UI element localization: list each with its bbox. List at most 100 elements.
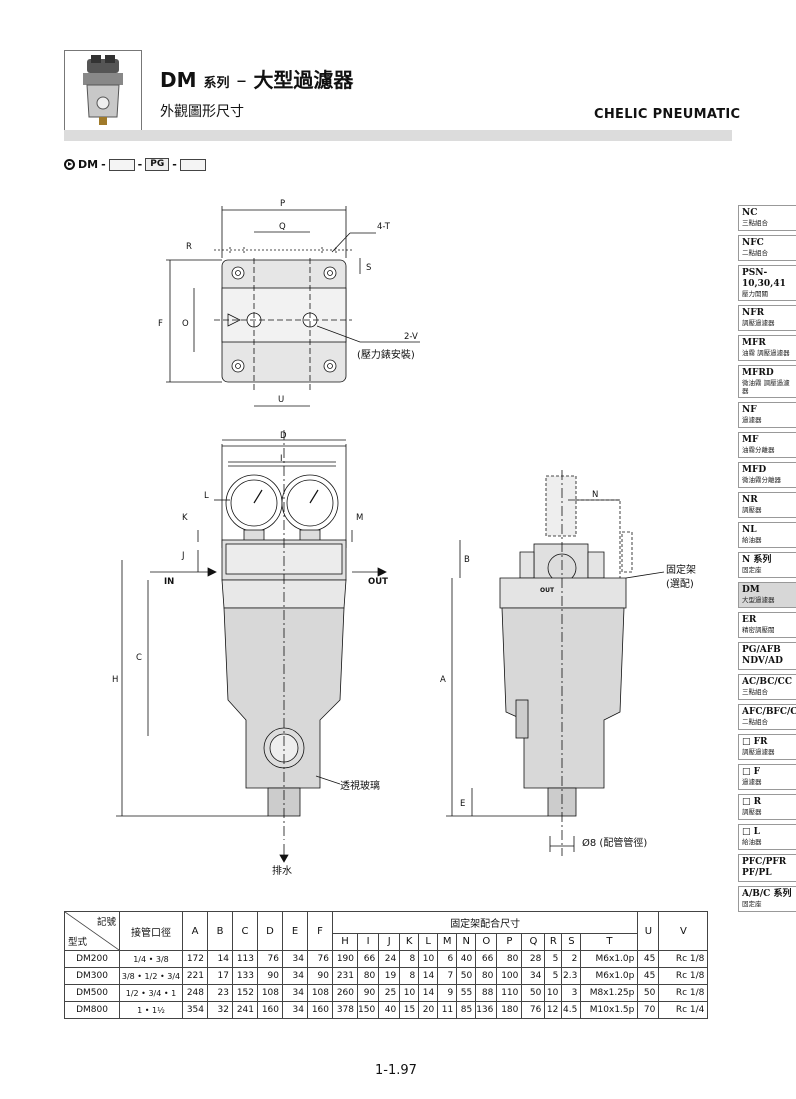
- value-cell: 45: [637, 950, 660, 968]
- value-cell: 88: [475, 984, 498, 1002]
- page-title: DM 系列 – 大型過濾器: [160, 68, 354, 92]
- value-cell: 10: [544, 984, 563, 1002]
- value-cell: M10x1.5p: [580, 1001, 639, 1019]
- sidebar-item-desc: 調壓器: [742, 506, 762, 514]
- sidebar-item-code: AC/BC/CC: [742, 677, 792, 687]
- corner-model-label: 型式: [68, 937, 88, 948]
- sidebar-item-code: NC: [742, 208, 758, 218]
- value-cell: 34: [282, 984, 308, 1002]
- value-cell: 7: [437, 967, 458, 985]
- order-code-sep: -: [101, 158, 106, 171]
- col-port: 接管口徑: [119, 911, 183, 951]
- order-code-sep: -: [137, 158, 143, 171]
- port-label-out: OUT: [368, 577, 388, 587]
- dim-label-a: A: [440, 675, 446, 685]
- value-cell: 17: [207, 967, 233, 985]
- value-cell: 80: [356, 967, 380, 985]
- value-cell: 25: [378, 984, 401, 1002]
- sidebar-item-21[interactable]: PFC/PFR PF/PL: [738, 854, 796, 882]
- sidebar-item-desc: 三點組合: [742, 688, 768, 696]
- value-cell: 108: [307, 984, 333, 1002]
- sidebar-item-code: ER: [742, 615, 757, 625]
- value-cell: 19: [378, 967, 401, 985]
- dimension-drawing: P Q 4-T R S F O U 2-V (壓力錶安裝) D I L K M …: [112, 199, 696, 877]
- col-h: H: [332, 932, 358, 952]
- model-cell: DM800: [64, 1001, 120, 1019]
- value-cell: 34: [521, 967, 546, 985]
- table-corner-cell: 記號 型式: [64, 911, 120, 951]
- sidebar-item-desc: 調壓過濾器: [742, 319, 775, 327]
- value-cell: 14: [418, 984, 439, 1002]
- col-m: M: [437, 932, 458, 952]
- value-cell: 66: [475, 950, 498, 968]
- value-cell: 6: [437, 950, 458, 968]
- order-code-prefix: DM: [78, 158, 99, 171]
- gauge-note: (壓力錶安裝): [357, 348, 415, 361]
- value-cell: 100: [496, 967, 523, 985]
- sidebar-item-code: MFRD: [742, 368, 774, 378]
- top-view: [166, 206, 420, 407]
- sidebar-item-code: N 系列: [742, 555, 772, 565]
- value-cell: 11: [437, 1001, 458, 1019]
- sidebar-item-code: MFD: [742, 465, 767, 475]
- col-d: D: [257, 911, 283, 951]
- sidebar-item-desc: 三點組合: [742, 219, 768, 227]
- model-cell: DM200: [64, 950, 120, 968]
- col-k: K: [399, 932, 420, 952]
- value-cell: 260: [332, 984, 358, 1002]
- col-l: L: [418, 932, 439, 952]
- sidebar-item-14[interactable]: PG/AFB NDV/AD: [738, 642, 796, 670]
- value-cell: 66: [356, 950, 380, 968]
- sidebar-item-16[interactable]: AFC/BFC/CFC二點組合: [738, 704, 796, 730]
- value-cell: 70: [637, 1001, 660, 1019]
- dim-label-o: O: [182, 319, 189, 329]
- value-cell: 34: [282, 967, 308, 985]
- dim-label-s: S: [366, 263, 371, 273]
- sidebar-item-22[interactable]: A/B/C 系列固定座: [738, 886, 796, 912]
- order-code: DM - - PG -: [64, 158, 206, 171]
- dim-label-m: M: [356, 513, 363, 523]
- corner-symbol-label: 記號: [96, 917, 116, 928]
- drain-label: 排水: [272, 864, 292, 877]
- dim-label-f: F: [158, 319, 163, 329]
- sidebar-item-code: MF: [742, 435, 759, 445]
- sidebar-item-desc: 過濾器: [742, 416, 762, 424]
- value-cell: 136: [475, 1001, 498, 1019]
- side-port-out: OUT: [540, 587, 555, 594]
- value-cell: 4.5: [561, 1001, 582, 1019]
- dim-label-u: U: [278, 395, 284, 405]
- value-cell: 45: [637, 967, 660, 985]
- value-cell: Rc 1/8: [658, 984, 709, 1002]
- value-cell: 90: [257, 967, 283, 985]
- dim-label-j: J: [181, 551, 185, 561]
- sidebar-item-code: NFC: [742, 238, 764, 248]
- order-code-sep: -: [172, 158, 177, 171]
- port-cell: 1/4 • 3/8: [119, 950, 183, 968]
- value-cell: 10: [418, 950, 439, 968]
- value-cell: 50: [456, 967, 477, 985]
- value-cell: 152: [232, 984, 258, 1002]
- value-cell: 24: [378, 950, 401, 968]
- sidebar-item-desc: 大型過濾器: [742, 596, 775, 604]
- sidebar-item-11[interactable]: N 系列固定座: [738, 552, 796, 578]
- bracket-label: 固定架: [666, 563, 696, 576]
